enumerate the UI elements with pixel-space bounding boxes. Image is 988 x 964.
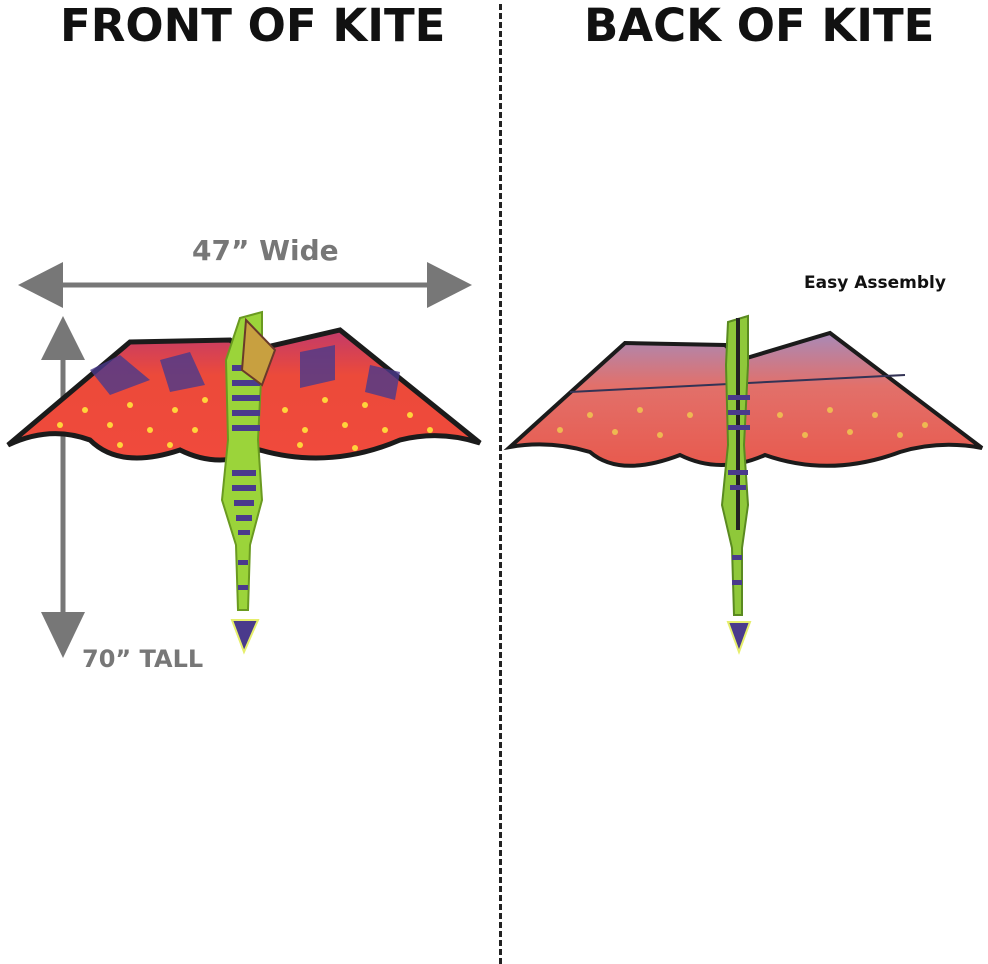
height-arrow-bottom-head: [41, 612, 85, 658]
easy-assembly-note: Easy Assembly: [804, 273, 946, 293]
back-heading: BACK OF KITE: [584, 0, 935, 52]
width-label: 47” Wide: [192, 234, 339, 267]
height-arrow-top-head: [41, 316, 85, 360]
back-kite-body: [720, 314, 752, 655]
width-arrow-left-head: [18, 262, 63, 308]
height-label: 70” TALL: [82, 645, 204, 673]
dashed-divider: [499, 4, 502, 964]
front-heading: FRONT OF KITE: [60, 0, 446, 52]
width-arrow-right-head: [427, 262, 472, 308]
front-kite-body: [220, 310, 277, 655]
